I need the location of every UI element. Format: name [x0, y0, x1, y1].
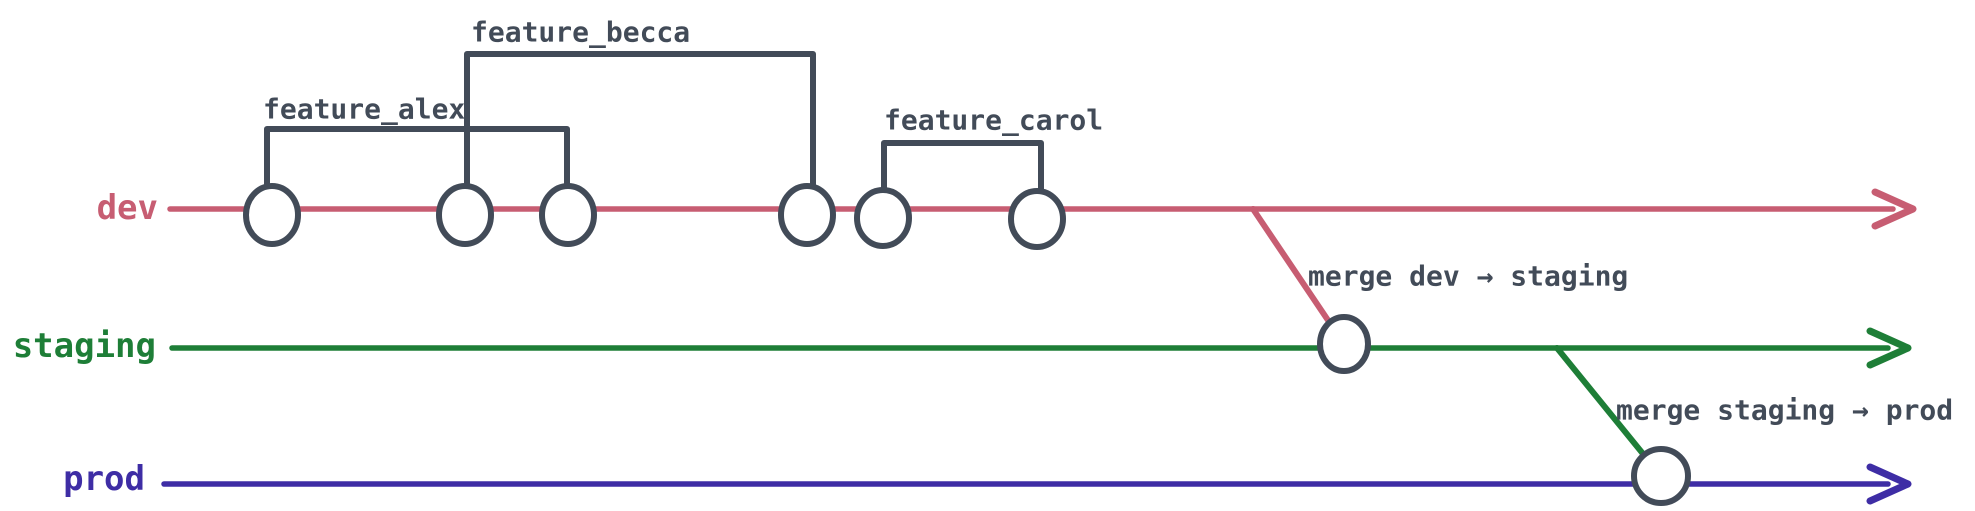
merge-label-staging: merge dev → staging [1308, 260, 1628, 293]
feature-bracket-carol [881, 140, 1044, 222]
commit-node-dev-3 [539, 183, 597, 247]
branch-label-dev: dev [97, 188, 158, 228]
commit-node-dev-6 [1008, 188, 1066, 250]
branch-arrowhead-staging-icon [1866, 327, 1912, 369]
branch-arrowhead-dev-icon [1871, 188, 1917, 230]
feature-label-alex: feature_alex [263, 93, 465, 126]
commit-node-dev-2 [436, 183, 494, 247]
merge-label-prod: merge staging → prod [1616, 394, 1953, 427]
feature-label-carol: feature_carol [884, 104, 1103, 137]
branch-label-staging: staging [13, 326, 156, 366]
feature-bracket-becca [464, 51, 816, 218]
commit-node-merge-into-prod [1631, 446, 1691, 506]
commit-node-dev-5 [854, 187, 912, 249]
branch-arrowhead-prod-icon [1866, 463, 1912, 505]
commit-node-dev-1 [243, 183, 301, 247]
commit-node-merge-into-staging [1317, 314, 1371, 374]
feature-label-becca: feature_becca [471, 16, 690, 49]
commit-node-dev-4 [778, 183, 836, 247]
feature-bracket-alex [264, 126, 570, 218]
branch-label-prod: prod [63, 459, 145, 499]
